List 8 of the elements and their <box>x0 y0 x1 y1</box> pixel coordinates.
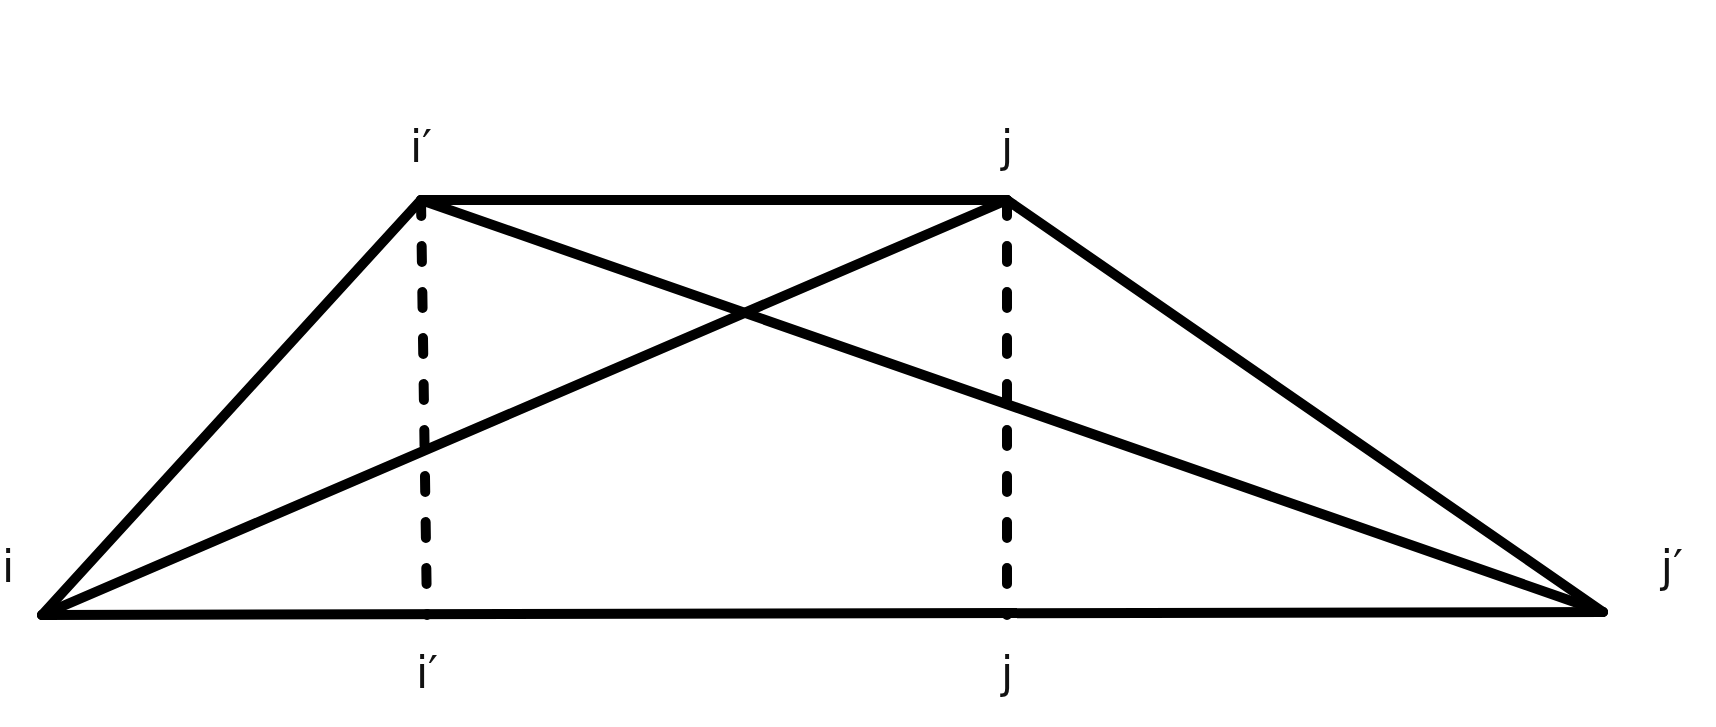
point-label: j′ <box>1603 545 1683 612</box>
point-label: i <box>2 545 42 615</box>
point-label: i′ <box>402 615 452 695</box>
dashed-line <box>416 195 432 620</box>
dashed-line <box>1002 195 1012 620</box>
point-label: j <box>982 125 1032 200</box>
point-label: j <box>982 615 1032 695</box>
point-label: i′ <box>396 125 446 200</box>
